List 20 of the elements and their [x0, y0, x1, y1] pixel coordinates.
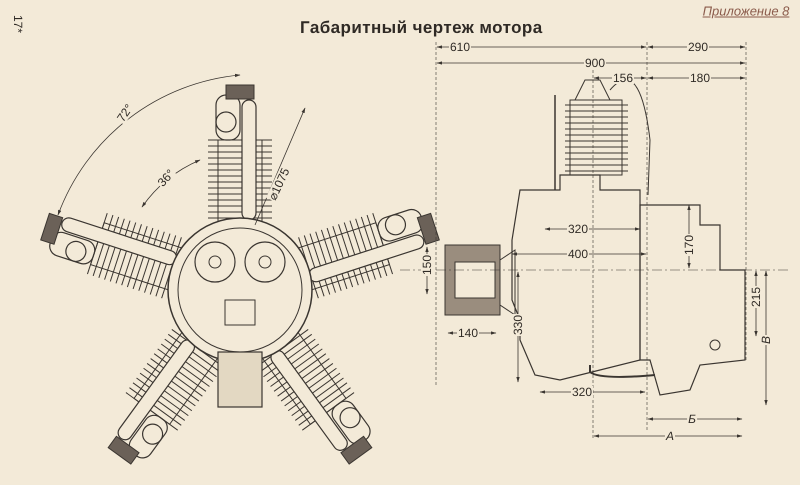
diameter-label: ⌀1075 [266, 165, 292, 203]
dimension-label: 610 [448, 41, 472, 53]
drawing-title: Габаритный чертеж мотора [300, 17, 543, 39]
dimension-label: 330 [512, 314, 524, 336]
dimension-label: А [665, 430, 675, 442]
dimension-label: 215 [750, 286, 762, 308]
dimension-label: 320 [570, 386, 594, 398]
dimension-label: 150 [421, 254, 433, 276]
dimension-label: Б [687, 413, 697, 425]
appendix-label: Приложение 8 [702, 4, 790, 18]
dimension-label: В [760, 335, 772, 345]
dimension-label: 180 [688, 72, 712, 84]
dimension-label: 320 [566, 223, 590, 235]
dimension-label: 400 [566, 248, 590, 260]
dimension-label: 170 [683, 234, 695, 256]
dimension-label: 156 [612, 72, 634, 84]
dimension-label: 900 [584, 57, 606, 69]
page-number: 17* [12, 14, 24, 34]
dimension-label: 290 [686, 41, 710, 53]
dimension-label: 140 [456, 327, 480, 339]
